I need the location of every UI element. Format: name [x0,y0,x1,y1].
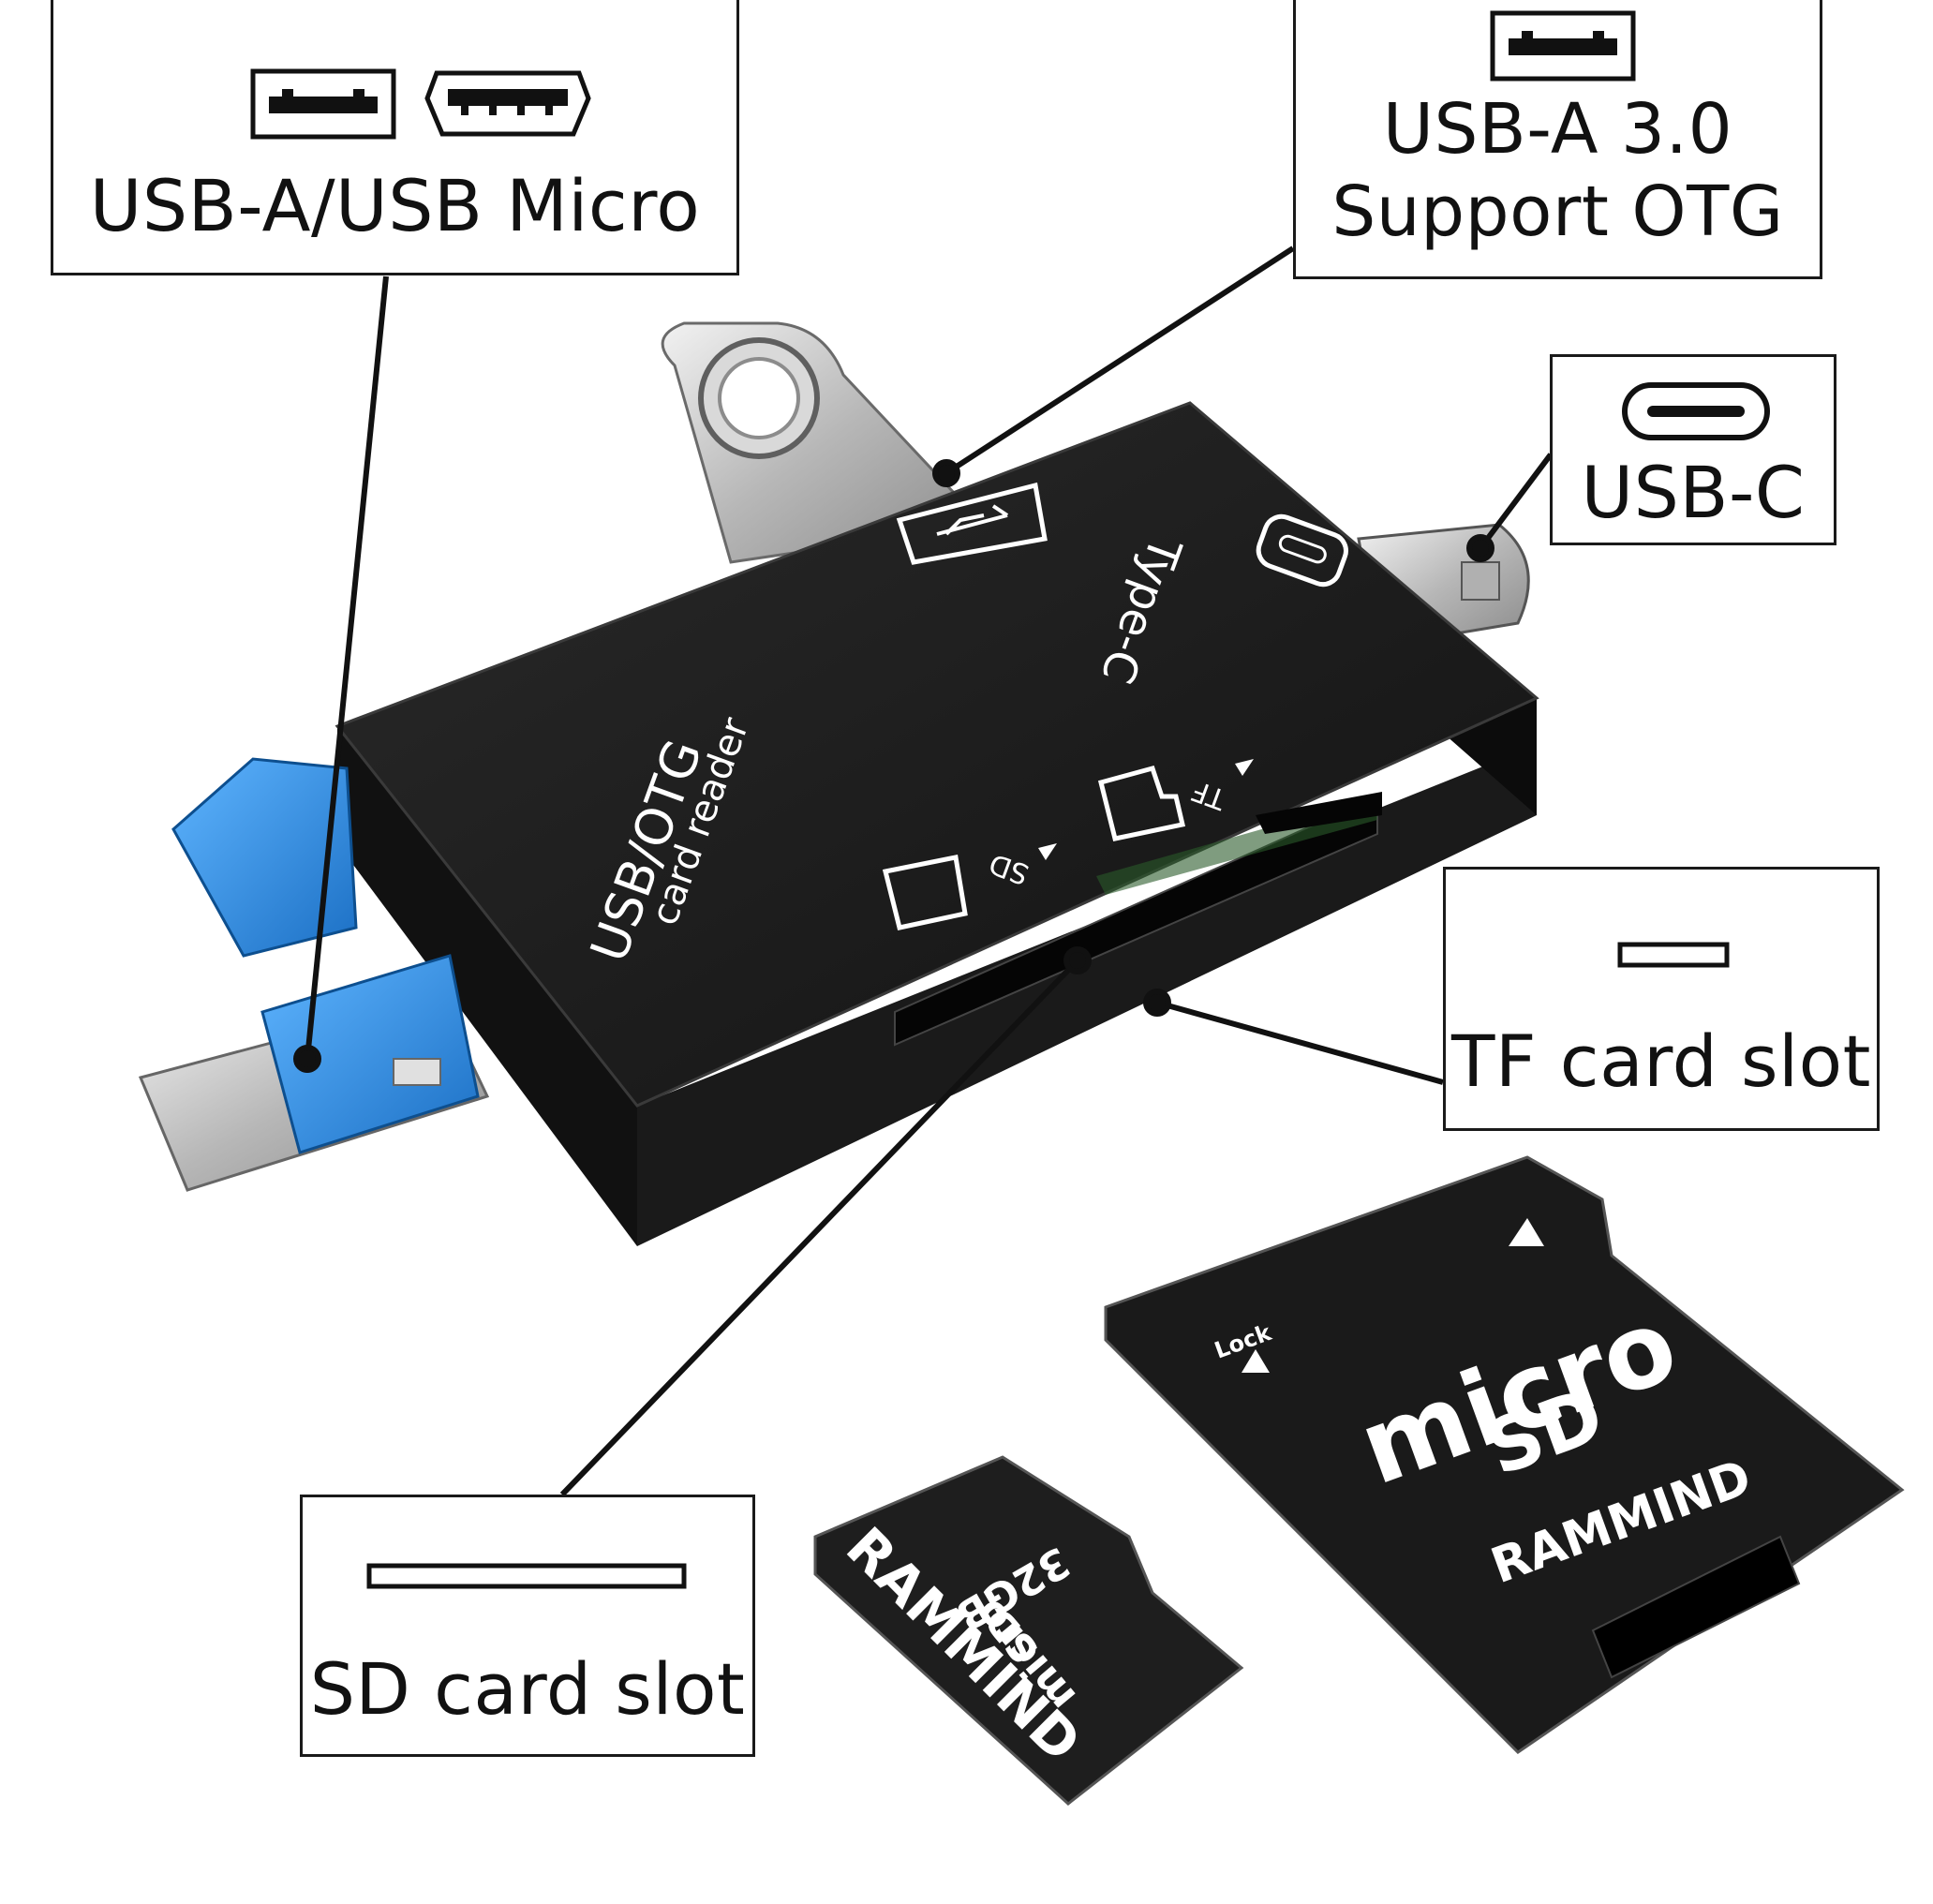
callout-tf-slot: TF card slot [1443,867,1880,1131]
tf-card-icon [1097,765,1186,841]
sd-card-icon [882,855,968,930]
usb-a-port-icon [1490,10,1636,82]
callout-tf-slot-label: TF card slot [1451,1019,1871,1103]
card-reader-body: Type-C SD TF USB/OTG card reader [335,401,1539,1246]
tf-slot-icon [1617,942,1730,968]
callout-usb-a-30-line2: Support OTG [1331,171,1784,252]
callout-usb-c-label: USB-C [1581,451,1806,534]
callout-usb-a-30: USB-A 3.0 Support OTG [1293,0,1822,279]
sd-adapter-card: Lock micro SD RAMMIND [1104,1155,1905,1754]
swivel-metal-cap [661,321,988,564]
callout-sd-slot-label: SD card slot [309,1647,746,1731]
leader-lines [293,245,1554,1497]
usb-symbol-icon [896,482,1048,565]
micro-sd-card: 32GB RAMMIND micro SD [813,1455,1244,1806]
usb-c-port-icon [1622,382,1770,440]
tf-arrow-icon [1235,759,1254,776]
callout-usb-a-micro: USB-A/USB Micro [51,0,739,275]
callout-usb-a-micro-label: USB-A/USB Micro [89,164,701,247]
usb-a-micro-connector [138,757,490,1192]
callout-sd-slot: SD card slot [300,1495,755,1757]
usb-a-port-icon [250,68,396,140]
callout-usb-c: USB-C [1550,354,1836,545]
callout-usb-a-30-line1: USB-A 3.0 [1382,89,1733,170]
sd-slot-icon [366,1563,687,1589]
sd-arrow-icon [1038,843,1057,860]
type-c-icon [1256,513,1348,588]
micro-usb-port-icon [424,70,591,137]
